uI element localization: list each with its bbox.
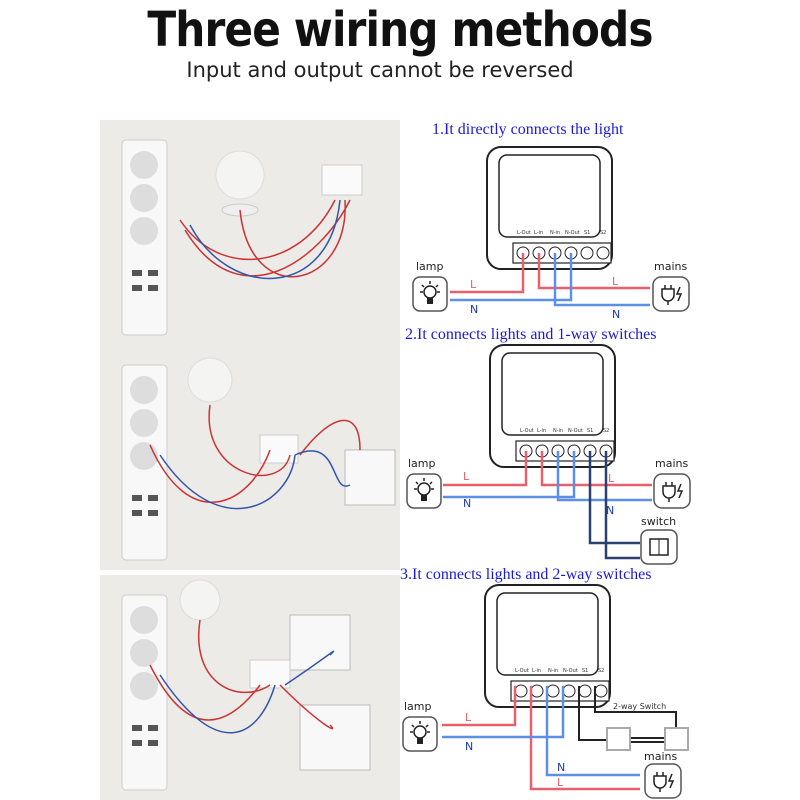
svg-text:N: N bbox=[465, 740, 473, 753]
svg-text:mains: mains bbox=[654, 260, 687, 273]
svg-text:mains: mains bbox=[655, 457, 688, 470]
svg-text:N-in: N-in bbox=[550, 230, 560, 236]
two-way-switch-icon bbox=[606, 727, 689, 751]
svg-text:S2: S2 bbox=[598, 668, 604, 674]
svg-text:N: N bbox=[606, 504, 614, 517]
diagram-method-2: 2.It connects lights and 1-way switches … bbox=[405, 326, 691, 565]
svg-text:L: L bbox=[608, 472, 615, 485]
svg-text:2-way Switch: 2-way Switch bbox=[613, 702, 666, 711]
switch-icon bbox=[640, 529, 678, 565]
method-2-heading: 2.It connects lights and 1-way switches bbox=[405, 326, 657, 343]
svg-text:N-Out: N-Out bbox=[568, 428, 583, 434]
svg-text:N-in: N-in bbox=[553, 428, 563, 434]
photo-method-3 bbox=[99, 574, 401, 800]
svg-text:N: N bbox=[463, 497, 471, 510]
lamp-icon bbox=[402, 716, 438, 752]
diagram-method-3: 3.It connects lights and 2-way switches … bbox=[400, 566, 689, 799]
lamp-icon bbox=[406, 473, 442, 509]
svg-text:L-Out: L-Out bbox=[515, 668, 529, 674]
lamp-icon bbox=[412, 276, 448, 312]
svg-text:lamp: lamp bbox=[408, 457, 436, 470]
svg-text:L-Out: L-Out bbox=[517, 230, 531, 236]
svg-text:N-Out: N-Out bbox=[565, 230, 580, 236]
svg-text:N: N bbox=[557, 761, 565, 774]
photo-method-2 bbox=[99, 344, 401, 571]
page-subtitle: Input and output cannot be reversed bbox=[186, 58, 574, 82]
svg-text:L-in: L-in bbox=[532, 668, 541, 674]
svg-text:L-in: L-in bbox=[537, 428, 546, 434]
svg-text:S2: S2 bbox=[603, 428, 609, 434]
svg-text:switch: switch bbox=[641, 515, 676, 528]
svg-text:N-Out: N-Out bbox=[563, 668, 578, 674]
svg-text:L: L bbox=[612, 275, 619, 288]
mains-plug-icon bbox=[652, 276, 690, 312]
mains-plug-icon bbox=[644, 763, 682, 799]
method-1-heading: 1.It directly connects the light bbox=[432, 121, 624, 138]
svg-text:S1: S1 bbox=[587, 428, 593, 434]
svg-text:L-in: L-in bbox=[534, 230, 543, 236]
svg-text:N: N bbox=[470, 303, 478, 316]
svg-text:lamp: lamp bbox=[404, 700, 432, 713]
svg-text:L-Out: L-Out bbox=[520, 428, 534, 434]
svg-text:mains: mains bbox=[644, 750, 677, 763]
svg-text:L: L bbox=[557, 776, 564, 789]
svg-text:L: L bbox=[465, 711, 472, 724]
svg-text:lamp: lamp bbox=[416, 260, 444, 273]
svg-text:L: L bbox=[470, 278, 477, 291]
svg-text:N-in: N-in bbox=[548, 668, 558, 674]
svg-text:S1: S1 bbox=[582, 668, 588, 674]
svg-text:S2: S2 bbox=[600, 230, 606, 236]
method-3-heading: 3.It connects lights and 2-way switches bbox=[400, 566, 652, 583]
svg-text:L: L bbox=[463, 470, 470, 483]
photo-method-1 bbox=[99, 119, 401, 346]
mains-plug-icon bbox=[653, 473, 691, 509]
svg-text:S1: S1 bbox=[584, 230, 590, 236]
svg-text:N: N bbox=[612, 308, 620, 321]
page-title: Three wiring methods bbox=[147, 2, 653, 58]
